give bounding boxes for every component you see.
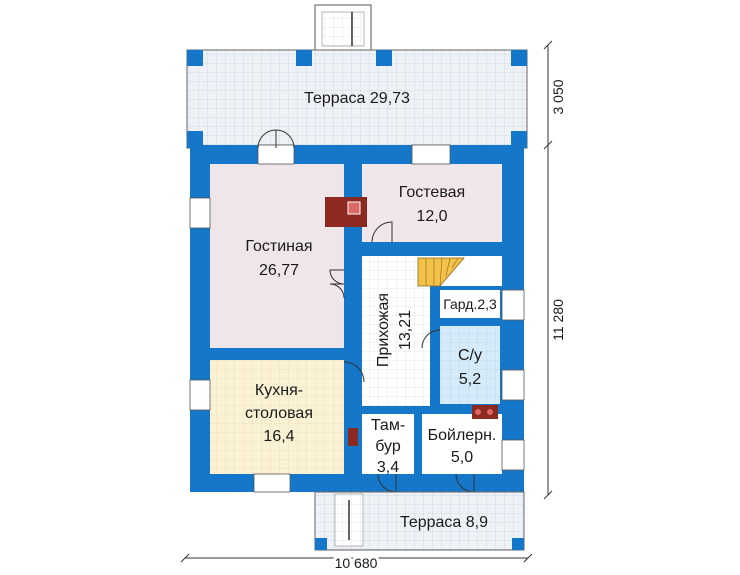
kitchen-room	[210, 360, 344, 474]
width-label: 10 680	[335, 555, 378, 571]
vestibule-name-2: бур	[375, 438, 401, 455]
house-height-label: 11 280	[550, 299, 566, 341]
terrace-height-label: 3 050	[550, 79, 566, 114]
living-area: 26,77	[259, 262, 299, 279]
kitchen-stove-icon	[348, 428, 358, 446]
guest-name: Гостевая	[399, 184, 465, 201]
guest-area: 12,0	[416, 208, 447, 225]
living-room	[210, 164, 344, 348]
boiler-stove-icon	[472, 405, 498, 419]
kitchen-name-1: Кухня-	[255, 382, 303, 399]
kitchen-name-2: столовая	[245, 405, 313, 422]
boiler-name: Бойлерн.	[428, 427, 497, 444]
top-steps	[314, 4, 372, 52]
dimension-width	[180, 553, 533, 563]
stairs	[417, 257, 465, 287]
wardrobe-room	[440, 290, 500, 318]
bath-area: 5,2	[459, 371, 481, 388]
boiler-area: 5,0	[451, 449, 473, 466]
terrace-top	[186, 49, 528, 149]
boiler-room	[422, 414, 502, 474]
fireplace-icon	[325, 197, 367, 227]
terrace-top-label: Терраса 29,73	[304, 90, 410, 107]
hall-name: Прихожая	[375, 293, 392, 367]
vestibule-name-1: Там-	[371, 417, 405, 434]
terrace-bottom	[314, 491, 525, 551]
vestibule-area: 3,4	[377, 459, 399, 476]
dimension-vertical	[543, 40, 553, 500]
hall-area: 13,21	[397, 310, 414, 350]
doors	[257, 129, 475, 493]
kitchen-area: 16,4	[263, 428, 294, 445]
guest-room	[362, 164, 502, 242]
bath-name: С/у	[458, 347, 482, 364]
living-name: Гостиная	[245, 238, 312, 255]
terrace-bottom-label: Терраса 8,9	[400, 514, 488, 531]
windows	[189, 144, 525, 493]
vestibule-room	[362, 414, 414, 474]
wardrobe-label: Гард.2,3	[443, 296, 497, 312]
bath-room	[440, 326, 500, 404]
